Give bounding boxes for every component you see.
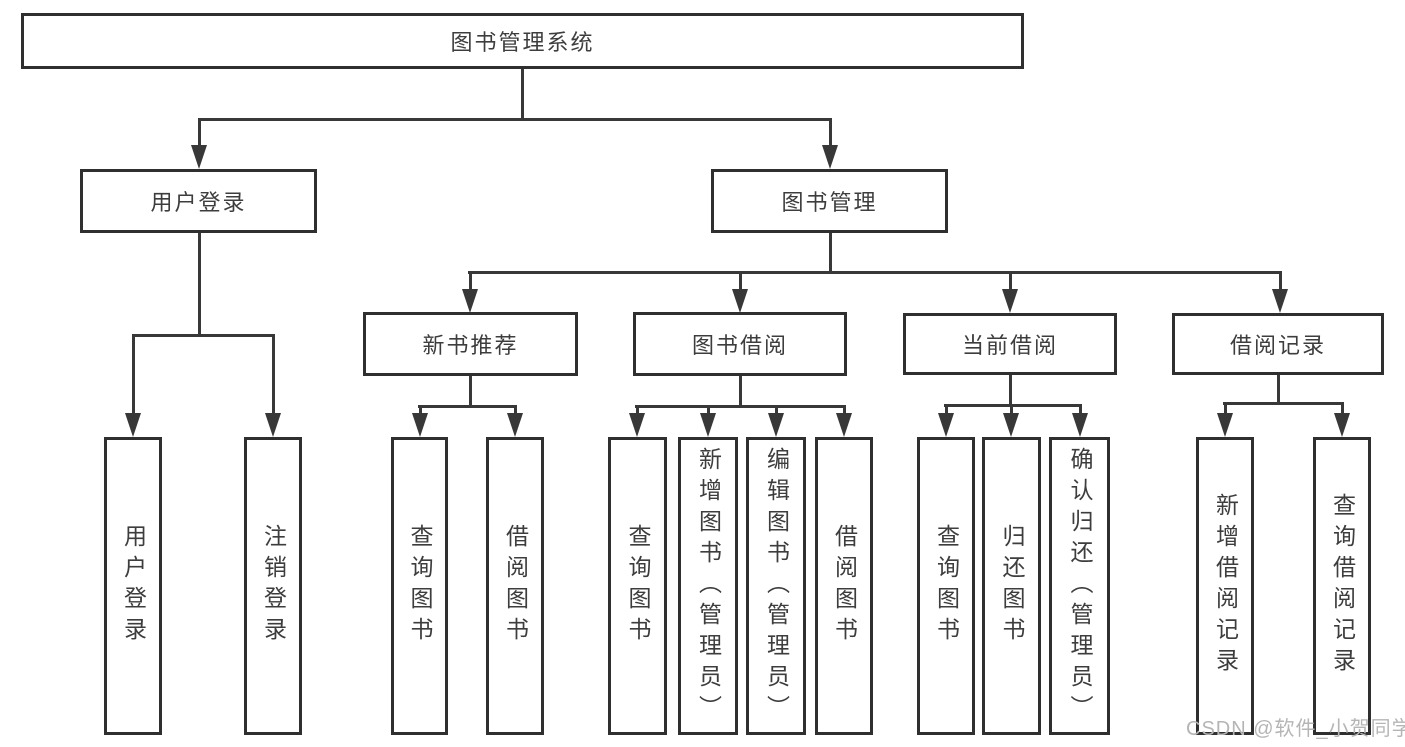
connector-line-vertical bbox=[1223, 403, 1227, 414]
connector-line-vertical bbox=[1008, 272, 1012, 290]
node-current-borrowing: 当前借阅 bbox=[903, 313, 1117, 375]
connector-line-vertical bbox=[131, 335, 135, 414]
node-borrowing-edit-book: 编辑图书（管理员） bbox=[746, 437, 806, 735]
arrow-down-icon bbox=[191, 145, 207, 169]
node-borrowing-borrow-book-label: 借阅图书 bbox=[831, 524, 858, 648]
watermark-text: CSDN @软件_小贺同学 bbox=[1186, 718, 1405, 740]
arrow-down-icon bbox=[265, 413, 281, 437]
node-recommend-query-book: 查询图书 bbox=[391, 437, 448, 735]
arrow-down-icon bbox=[836, 413, 852, 437]
node-new-book-recommend-label: 新书推荐 bbox=[422, 333, 519, 358]
connector-line-vertical bbox=[197, 233, 201, 335]
node-current-return-book: 归还图书 bbox=[982, 437, 1041, 735]
arrow-down-icon bbox=[125, 413, 141, 437]
connector-line-horizontal bbox=[635, 404, 846, 408]
node-root-label: 图书管理系统 bbox=[450, 30, 595, 55]
node-borrowing-query-book: 查询图书 bbox=[608, 437, 667, 735]
connector-line-vertical bbox=[1276, 375, 1280, 404]
connector-line-vertical bbox=[635, 406, 639, 414]
node-recommend-borrow-book-label: 借阅图书 bbox=[502, 524, 529, 648]
connector-line-vertical bbox=[468, 272, 472, 290]
node-borrowing-records: 借阅记录 bbox=[1172, 313, 1384, 375]
node-current-borrowing-label: 当前借阅 bbox=[961, 333, 1058, 358]
node-user-login-label: 用户登录 bbox=[150, 190, 247, 215]
connector-line-vertical bbox=[520, 69, 524, 120]
connector-line-vertical bbox=[418, 406, 422, 414]
arrow-down-icon bbox=[768, 413, 784, 437]
connector-line-vertical bbox=[513, 406, 517, 414]
node-borrowing-query-book-label: 查询图书 bbox=[625, 524, 651, 648]
connector-line-vertical bbox=[842, 406, 846, 414]
arrow-down-icon bbox=[938, 413, 954, 437]
node-borrowing-add-book-label: 新增图书（管理员） bbox=[695, 446, 722, 726]
node-borrowing-borrow-book: 借阅图书 bbox=[815, 437, 873, 735]
connector-line-vertical bbox=[1008, 375, 1012, 406]
connector-line-vertical bbox=[706, 406, 710, 414]
node-leaf-logout-label: 注销登录 bbox=[260, 524, 287, 648]
arrow-down-icon bbox=[700, 413, 716, 437]
node-borrowing-add-book: 新增图书（管理员） bbox=[678, 437, 738, 735]
node-book-borrowing: 图书借阅 bbox=[633, 312, 847, 376]
node-borrowing-edit-book-label: 编辑图书（管理员） bbox=[763, 446, 790, 726]
node-user-login: 用户登录 bbox=[80, 169, 317, 233]
connector-line-vertical bbox=[468, 376, 472, 407]
arrow-down-icon bbox=[1003, 413, 1019, 437]
connector-line-vertical bbox=[1009, 405, 1013, 414]
node-book-management-label: 图书管理 bbox=[781, 190, 878, 215]
connector-line-vertical bbox=[944, 405, 948, 414]
node-book-management: 图书管理 bbox=[711, 169, 948, 233]
connector-line-vertical bbox=[1278, 272, 1282, 290]
connector-line-vertical bbox=[1340, 403, 1344, 414]
connector-line-vertical bbox=[1078, 405, 1082, 414]
node-leaf-user-login: 用户登录 bbox=[104, 437, 162, 735]
arrow-down-icon bbox=[629, 413, 645, 437]
arrow-down-icon bbox=[412, 413, 428, 437]
connector-line-horizontal bbox=[1223, 401, 1344, 405]
node-borrowing-records-label: 借阅记录 bbox=[1229, 333, 1326, 358]
arrow-down-icon bbox=[732, 289, 748, 313]
connector-line-vertical bbox=[774, 406, 778, 414]
node-current-query-book-label: 查询图书 bbox=[933, 524, 960, 648]
connector-line-horizontal bbox=[418, 404, 517, 408]
node-new-book-recommend: 新书推荐 bbox=[363, 312, 578, 376]
arrow-down-icon bbox=[507, 413, 523, 437]
node-recommend-query-book-label: 查询图书 bbox=[407, 524, 433, 648]
node-leaf-logout: 注销登录 bbox=[244, 437, 302, 735]
node-records-query-record-label: 查询借阅记录 bbox=[1329, 493, 1356, 679]
arrow-down-icon bbox=[1002, 289, 1018, 313]
arrow-down-icon bbox=[1334, 413, 1350, 437]
connector-line-horizontal bbox=[132, 333, 275, 337]
arrow-down-icon bbox=[462, 289, 478, 313]
arrow-down-icon bbox=[1272, 289, 1288, 313]
node-records-add-record: 新增借阅记录 bbox=[1196, 437, 1254, 735]
node-current-confirm-return: 确认归还（管理员） bbox=[1049, 437, 1110, 735]
connector-line-vertical bbox=[738, 272, 742, 290]
arrow-down-icon bbox=[1217, 413, 1233, 437]
connector-line-vertical bbox=[828, 232, 832, 273]
arrow-down-icon bbox=[1072, 413, 1088, 437]
node-root: 图书管理系统 bbox=[21, 13, 1024, 69]
arrow-down-icon bbox=[822, 145, 838, 169]
connector-line-horizontal bbox=[944, 403, 1082, 407]
node-current-query-book: 查询图书 bbox=[917, 437, 975, 735]
node-records-query-record: 查询借阅记录 bbox=[1313, 437, 1371, 735]
node-records-add-record-label: 新增借阅记录 bbox=[1212, 493, 1239, 679]
connector-line-vertical bbox=[828, 119, 832, 146]
node-recommend-borrow-book: 借阅图书 bbox=[486, 437, 544, 735]
node-current-return-book-label: 归还图书 bbox=[999, 524, 1025, 648]
connector-line-horizontal bbox=[198, 117, 832, 121]
node-book-borrowing-label: 图书借阅 bbox=[691, 333, 788, 358]
connector-line-horizontal bbox=[468, 270, 1282, 274]
node-leaf-user-login-label: 用户登录 bbox=[120, 524, 147, 648]
node-current-confirm-return-label: 确认归还（管理员） bbox=[1067, 446, 1093, 726]
connector-line-vertical bbox=[197, 119, 201, 146]
connector-line-vertical bbox=[738, 376, 742, 407]
connector-line-vertical bbox=[271, 335, 275, 414]
